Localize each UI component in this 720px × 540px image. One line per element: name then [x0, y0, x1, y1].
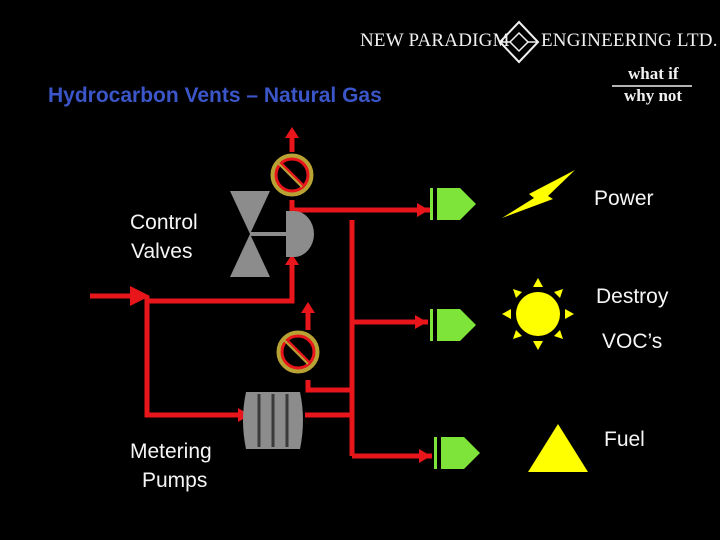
flow-arrows [238, 127, 431, 463]
output-arrow-icon [434, 437, 480, 469]
flame-triangle-icon [528, 424, 588, 472]
flow-arrowhead [417, 203, 429, 217]
pump-icon [243, 392, 303, 449]
metering-branch [144, 301, 238, 418]
flow-arrowhead [419, 449, 431, 463]
flow-arrowhead [301, 302, 315, 313]
flow-arrowhead [285, 254, 299, 265]
prohibited-icon [270, 153, 314, 197]
sun-icon [502, 278, 574, 350]
flow-arrowhead [415, 315, 427, 329]
control-valves-label-line2: Valves [131, 240, 193, 263]
metering-pumps-label-line1: Metering [130, 440, 212, 463]
logo-cube-icon [498, 20, 540, 64]
company-name-left: NEW PARADIGM [360, 30, 510, 51]
prohibited-icon [276, 330, 320, 374]
fuel-label: Fuel [604, 428, 645, 451]
lower-bypass-pipe [305, 220, 355, 393]
output-arrow-icon [430, 309, 476, 341]
valve-icon [230, 191, 286, 277]
company-name-right: ENGINEERING LTD. [541, 30, 718, 51]
destroy-label-line1: Destroy [596, 285, 669, 308]
metering-pumps-label-line2: Pumps [142, 469, 208, 492]
actuator-icon [286, 211, 314, 257]
lightning-bolt-icon [502, 170, 575, 218]
page-title: Hydrocarbon Vents – Natural Gas [48, 84, 382, 107]
upper-bypass-pipe [289, 200, 430, 213]
destroy-label-line2: VOC’s [602, 330, 663, 353]
flow-arrowhead [285, 127, 299, 138]
output-arrow-icon [430, 188, 476, 220]
tagline-what-if: what if [628, 64, 679, 83]
control-valve-branch [144, 263, 295, 304]
tagline-why-not: why not [624, 86, 683, 105]
pipe-network [90, 200, 432, 459]
power-label: Power [594, 187, 654, 210]
control-valves-label-line1: Control [130, 211, 198, 234]
